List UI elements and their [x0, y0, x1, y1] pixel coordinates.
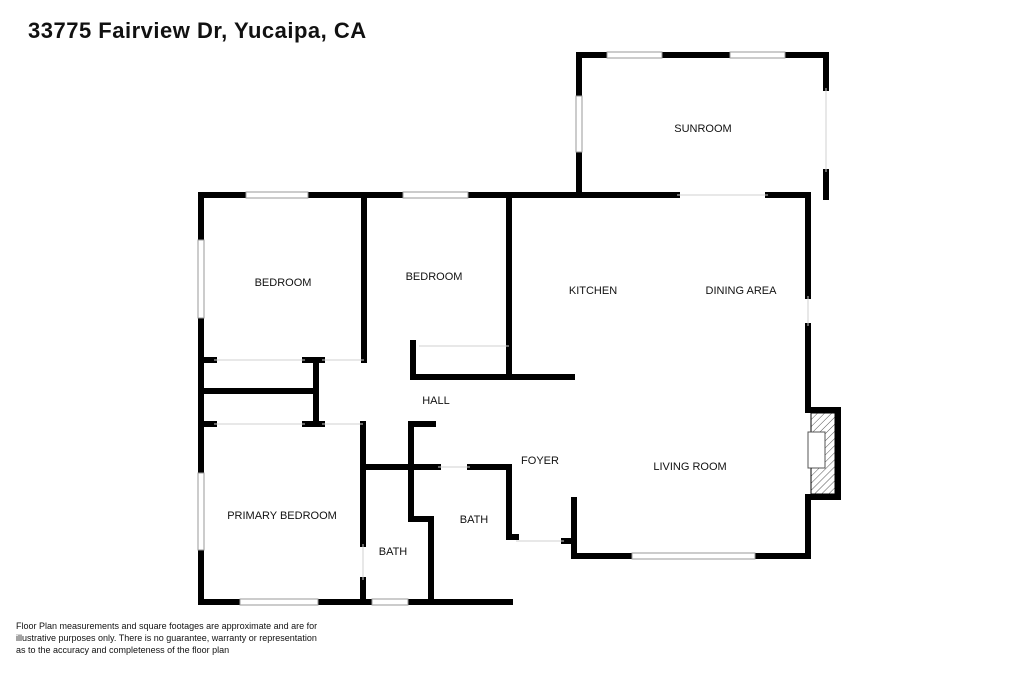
room-labels: SUNROOM BEDROOM BEDROOM KITCHEN DINING A…: [227, 123, 777, 558]
foyer-wall: [561, 497, 577, 559]
window: [729, 51, 786, 59]
bath-divider-wall: [408, 421, 436, 605]
room-label-bath-1: BATH: [379, 546, 408, 558]
room-label-bedroom-2: BEDROOM: [406, 271, 463, 283]
walls: [198, 52, 841, 605]
bedroom2-closet-wall: [410, 340, 575, 380]
room-label-living-room: LIVING ROOM: [653, 461, 726, 473]
window: [606, 51, 663, 59]
window: [371, 598, 409, 606]
room-label-bedroom-1: BEDROOM: [255, 277, 312, 289]
disclaimer-line: illustrative purposes only. There is no …: [16, 633, 317, 643]
room-label-primary-bedroom: PRIMARY BEDROOM: [227, 510, 337, 522]
room-label-bath-2: BATH: [460, 514, 489, 526]
fireplace-surround: [805, 407, 841, 500]
disclaimer-line: Floor Plan measurements and square foota…: [16, 621, 318, 631]
openings: [214, 88, 827, 580]
room-label-sunroom: SUNROOM: [674, 123, 731, 135]
window: [239, 598, 319, 606]
disclaimer-line: as to the accuracy and completeness of t…: [16, 645, 230, 655]
window: [197, 472, 205, 551]
fireplace-hearth: [807, 431, 826, 469]
page-title: 33775 Fairview Dr, Yucaipa, CA: [28, 18, 367, 43]
window: [245, 191, 309, 199]
bath2-right-wall: [506, 464, 519, 540]
window: [575, 95, 583, 153]
disclaimer: Floor Plan measurements and square foota…: [16, 620, 356, 656]
room-label-kitchen: KITCHEN: [569, 285, 617, 297]
windows: [197, 51, 786, 606]
window: [631, 552, 756, 560]
window: [197, 239, 205, 319]
window: [402, 191, 469, 199]
room-label-foyer: FOYER: [521, 455, 559, 467]
room-label-hall: HALL: [422, 395, 450, 407]
room-label-dining-area: DINING AREA: [706, 285, 778, 297]
